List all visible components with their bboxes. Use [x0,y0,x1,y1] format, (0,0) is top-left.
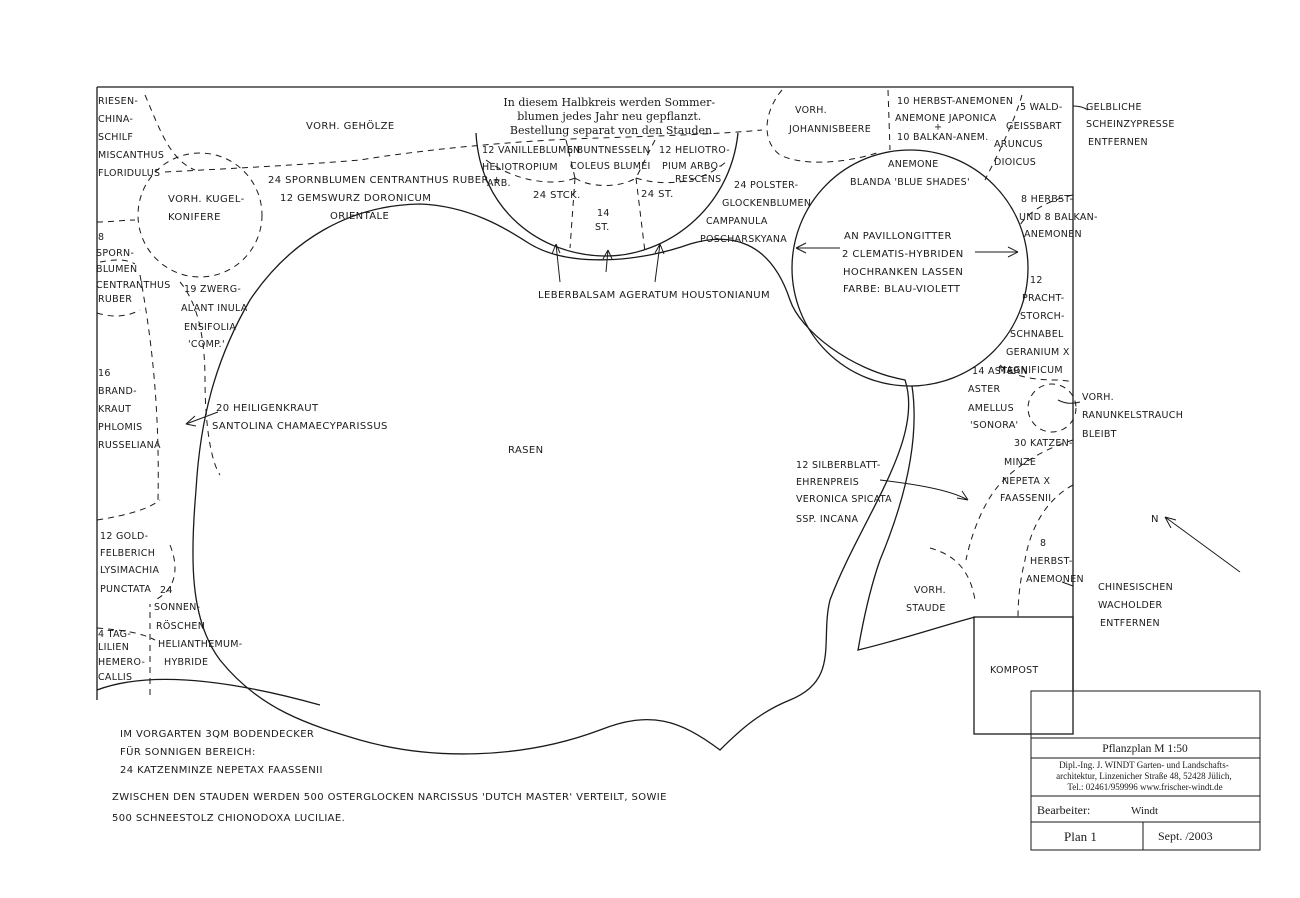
label-vorh-gehoelze: VORH. GEHÖLZE [306,119,395,132]
bearbeiter-value: Windt [1131,805,1158,817]
label-heiligenkraut: 20 HEILIGENKRAUT SANTOLINA CHAMAECYPARIS… [212,403,388,432]
label-silberblatt: 12 SILBERBLATT- EHRENPREIS VERONICA SPIC… [796,460,895,525]
label-taglilien: 4 TAG- LILIEN HEMERO- CALLIS [98,629,149,683]
label-waldgeissbart: 5 WALD- GEISSBART ARUNCUS DIOICUS [994,102,1066,168]
label-vorh-johannisbeere: VORH. JOHANNISBEERE [788,105,871,135]
label-spornblumen-left: 8 SPORN- BLUMEN CENTRANTHUS RUBER [96,232,174,305]
osterglocken-note: ZWISCHEN DEN STAUDEN WERDEN 500 OSTERGLO… [112,792,670,824]
label-buntnesseln: 6 BUNTNESSELN COLEUS BLUMEI [567,145,653,172]
label-14-st: 14 ST. [595,208,613,233]
plan-date: Sept. /2003 [1158,829,1213,843]
planting-zone-lines [96,89,1077,695]
label-brandkraut: 16 BRAND- KRAUT PHLOMIS RUSSELIANA [98,368,161,451]
north-label: N [1151,514,1159,525]
label-heliotrop: 12 HELIOTRO- PIUM ARBO- RESCENS [659,145,733,185]
lawn-outline [192,203,910,755]
title-block: Pflanzplan M 1:50 Dipl.-Ing. J. WINDT Ga… [1030,690,1261,851]
plan-title: Pflanzplan M 1:50 [1102,743,1188,755]
office-address: Dipl.-Ing. J. WINDT Garten- und Landscha… [1056,760,1234,792]
label-24-st: 24 ST. [641,189,674,200]
label-herbstanemonen-8: 8 HERBST- ANEMONEN [1026,538,1084,585]
lower-curve [96,678,321,706]
label-rasen: RASEN [508,445,544,456]
label-leberbalsam: LEBERBALSAM AGERATUM HOUSTONIANUM [538,290,770,301]
annotation-arrows [185,105,1241,587]
label-clematis: AN PAVILLONGITTER 2 CLEMATIS-HYBRIDEN HO… [842,231,967,295]
summer-flowers-note: In diesem Halbkreis werden Sommer- blume… [503,96,718,137]
label-24-stck: 24 STCK. [533,190,581,201]
label-prachtstorchschnabel: 12 PRACHT- STORCH- SCHNABEL GERANIUM X M… [998,275,1073,376]
compost-box [973,616,1074,735]
label-katzenminze-right: 30 KATZEN- MINZE NEPETA X FAASSENII [1000,438,1076,504]
label-anemone-blanda: ANEMONE BLANDA 'BLUE SHADES' [850,159,970,188]
bearbeiter-label: Bearbeiter: [1037,803,1090,817]
label-astern: 14 ASTERN ASTER AMELLUS 'SONORA' [968,366,1031,431]
property-boundary [96,86,1074,700]
pavilion-circle [791,149,1029,387]
label-polster-glockenblumen: 24 POLSTER- GLOCKENBLUMEN CAMPANULA POSC… [700,180,815,245]
label-vanilleblumen: 12 VANILLEBLUMEN HELIOTROPIUM ARB. [482,145,584,189]
label-herbst-anemonen-top: 10 HERBST-ANEMONEN ANEMONE JAPONICA + 10… [895,96,1017,143]
label-gemswurz: 12 GEMSWURZ DORONICUM ORIENTALE [280,193,435,222]
bed-labels: RIESEN- CHINA- SCHILF MISCANTHUS FLORIDU… [96,96,1187,824]
label-vorh-staude: VORH. STAUDE [906,585,949,614]
label-vorh-kugel-konifere: VORH. KUGEL- KONIFERE [168,194,248,223]
label-sonnenroeschen: 24 SONNEN- RÖSCHEN HELIANTHEMUM- HYBRIDE [154,585,246,668]
vorgarten-note: IM VORGARTEN 3QM BODENDECKER FÜR SONNIGE… [120,729,323,776]
label-riesen-china-schilf: RIESEN- CHINA- SCHILF MISCANTHUS FLORIDU… [98,96,168,179]
label-scheinzypresse: GELBLICHE SCHEINZYPRESSE ENTFERNEN [1086,102,1178,148]
label-goldfelberich: 12 GOLD- FELBERICH LYSIMACHIA PUNCTATA [100,531,163,595]
label-kompost: KOMPOST [990,665,1039,676]
semicircle-subdivisions [485,139,729,253]
plan-number: Plan 1 [1064,829,1097,844]
summer-flower-semicircle [475,132,739,257]
label-zwerg-alant: 19 ZWERG- ALANT INULA ENSIFOLIA 'COMP.' [181,284,251,350]
label-herbst-balkan-right: 8 HERBST- UND 8 BALKAN- ANEMONEN [1019,194,1101,240]
right-bed-outline [857,385,976,651]
label-spornblumen-row: 24 SPORNBLUMEN CENTRANTHUS RUBER + [268,175,501,186]
label-wacholder: CHINESISCHEN WACHOLDER ENTFERNEN [1098,582,1176,629]
label-ranunkelstrauch: VORH. RANUNKELSTRAUCH BLEIBT [1082,392,1187,440]
